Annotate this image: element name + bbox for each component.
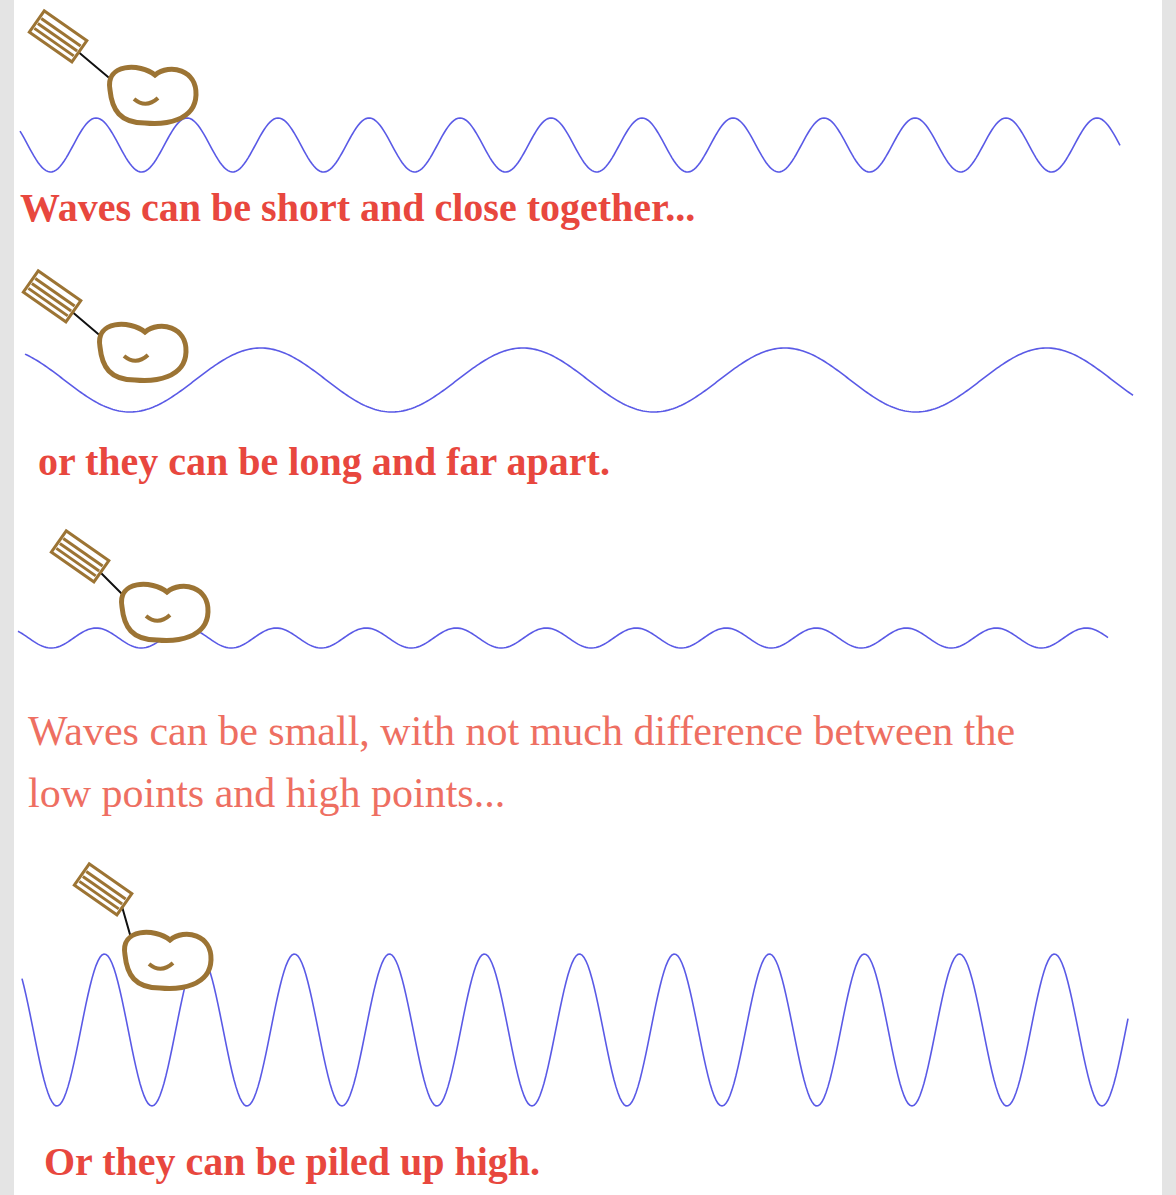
surfer-figure (51, 531, 208, 641)
caption-text: Waves can be short and close together... (20, 184, 695, 232)
surfer-figure (74, 864, 211, 989)
surfboard (23, 271, 81, 322)
wave-line (20, 118, 1120, 172)
bean-body (110, 67, 197, 123)
surfboard (29, 11, 87, 62)
caption-text: Or they can be piled up high. (44, 1138, 540, 1186)
bean-body (122, 584, 209, 640)
bean-smile (146, 615, 170, 621)
bean-body (100, 324, 187, 380)
surfboard (74, 864, 132, 915)
bean-smile (124, 355, 148, 361)
surfer-figure (23, 271, 186, 381)
wave-line (25, 348, 1133, 412)
surfer-figure (29, 11, 196, 124)
caption-text: or they can be long and far apart. (38, 438, 610, 486)
caption-text: Waves can be small, with not much differ… (28, 700, 1038, 824)
bean-body (125, 932, 212, 988)
bean-smile (134, 98, 158, 104)
bean-smile (149, 963, 173, 969)
surfboard (51, 531, 109, 582)
